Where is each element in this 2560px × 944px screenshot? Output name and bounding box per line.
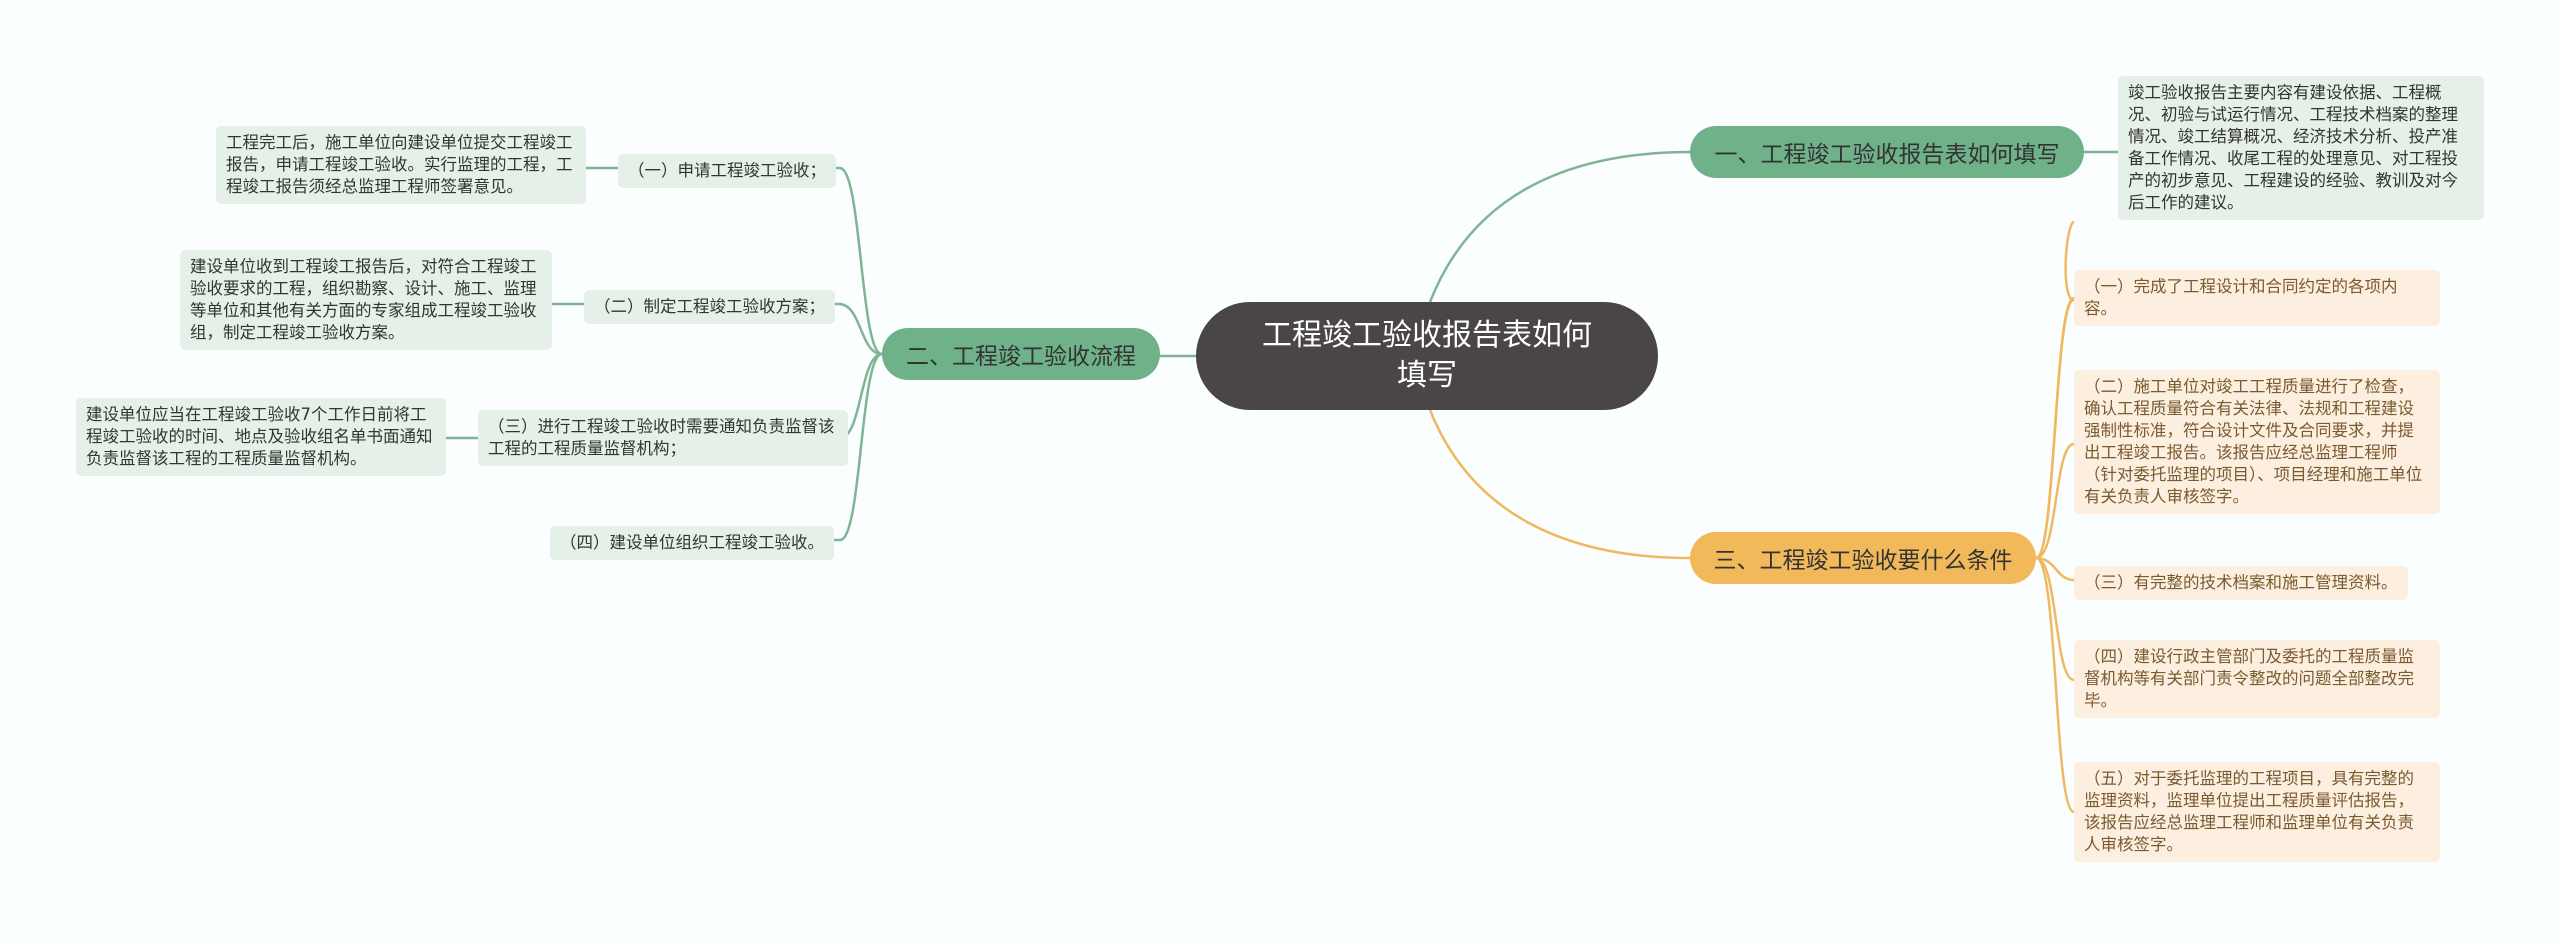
leaf-text: （二）施工单位对竣工工程质量进行了检查，确认工程质量符合有关法律、法规和工程建设…: [2084, 377, 2423, 506]
condition-4[interactable]: （四）建设行政主管部门及委托的工程质量监督机构等有关部门责令整改的问题全部整改完…: [2074, 640, 2440, 718]
process-step-1-detail[interactable]: 工程完工后，施工单位向建设单位提交工程竣工报告，申请工程竣工验收。实行监理的工程…: [216, 126, 586, 204]
condition-3[interactable]: （三）有完整的技术档案和施工管理资料。: [2074, 566, 2408, 600]
branch-acceptance-conditions[interactable]: 三、工程竣工验收要什么条件: [1690, 532, 2036, 584]
leaf-text: （三）有完整的技术档案和施工管理资料。: [2084, 573, 2398, 592]
branch-report-fill[interactable]: 一、工程竣工验收报告表如何填写: [1690, 126, 2084, 178]
branch-label: 二、工程竣工验收流程: [906, 344, 1136, 370]
process-step-4[interactable]: （四）建设单位组织工程竣工验收。: [550, 526, 834, 560]
leaf-text: 建设单位应当在工程竣工验收7个工作日前将工程竣工验收的时间、地点及验收组名单书面…: [86, 405, 433, 468]
branch-acceptance-process[interactable]: 二、工程竣工验收流程: [882, 328, 1160, 380]
leaf-text: （四）建设单位组织工程竣工验收。: [560, 533, 824, 552]
central-topic-label: 工程竣工验收报告表如何填写: [1262, 318, 1592, 393]
leaf-report-content[interactable]: 竣工验收报告主要内容有建设依据、工程概况、初验与试运行情况、工程技术档案的整理情…: [2118, 76, 2484, 220]
process-step-2[interactable]: （二）制定工程竣工验收方案；: [584, 290, 835, 324]
process-step-2-detail[interactable]: 建设单位收到工程竣工报告后，对符合工程竣工验收要求的工程，组织勘察、设计、施工、…: [180, 250, 552, 350]
central-topic[interactable]: 工程竣工验收报告表如何填写: [1196, 302, 1658, 410]
leaf-text: （三）进行工程竣工验收时需要通知负责监督该工程的工程质量监督机构；: [488, 417, 835, 458]
leaf-text: （一）完成了工程设计和合同约定的各项内容。: [2084, 277, 2398, 318]
condition-5[interactable]: （五）对于委托监理的工程项目，具有完整的监理资料，监理单位提出工程质量评估报告，…: [2074, 762, 2440, 862]
leaf-text: 竣工验收报告主要内容有建设依据、工程概况、初验与试运行情况、工程技术档案的整理情…: [2128, 83, 2458, 212]
leaf-text: （一）申请工程竣工验收；: [628, 161, 826, 180]
condition-1[interactable]: （一）完成了工程设计和合同约定的各项内容。: [2074, 270, 2440, 326]
leaf-text: 工程完工后，施工单位向建设单位提交工程竣工报告，申请工程竣工验收。实行监理的工程…: [226, 133, 573, 196]
leaf-text: （五）对于委托监理的工程项目，具有完整的监理资料，监理单位提出工程质量评估报告，…: [2084, 769, 2414, 854]
process-step-3-detail[interactable]: 建设单位应当在工程竣工验收7个工作日前将工程竣工验收的时间、地点及验收组名单书面…: [76, 398, 446, 476]
process-step-1[interactable]: （一）申请工程竣工验收；: [618, 154, 836, 188]
branch-label: 三、工程竣工验收要什么条件: [1713, 548, 2013, 574]
leaf-text: 建设单位收到工程竣工报告后，对符合工程竣工验收要求的工程，组织勘察、设计、施工、…: [190, 257, 537, 342]
process-step-3[interactable]: （三）进行工程竣工验收时需要通知负责监督该工程的工程质量监督机构；: [478, 410, 848, 466]
leaf-text: （二）制定工程竣工验收方案；: [594, 297, 825, 316]
branch-label: 一、工程竣工验收报告表如何填写: [1714, 142, 2060, 168]
leaf-text: （四）建设行政主管部门及委托的工程质量监督机构等有关部门责令整改的问题全部整改完…: [2084, 647, 2414, 710]
condition-2[interactable]: （二）施工单位对竣工工程质量进行了检查，确认工程质量符合有关法律、法规和工程建设…: [2074, 370, 2440, 514]
